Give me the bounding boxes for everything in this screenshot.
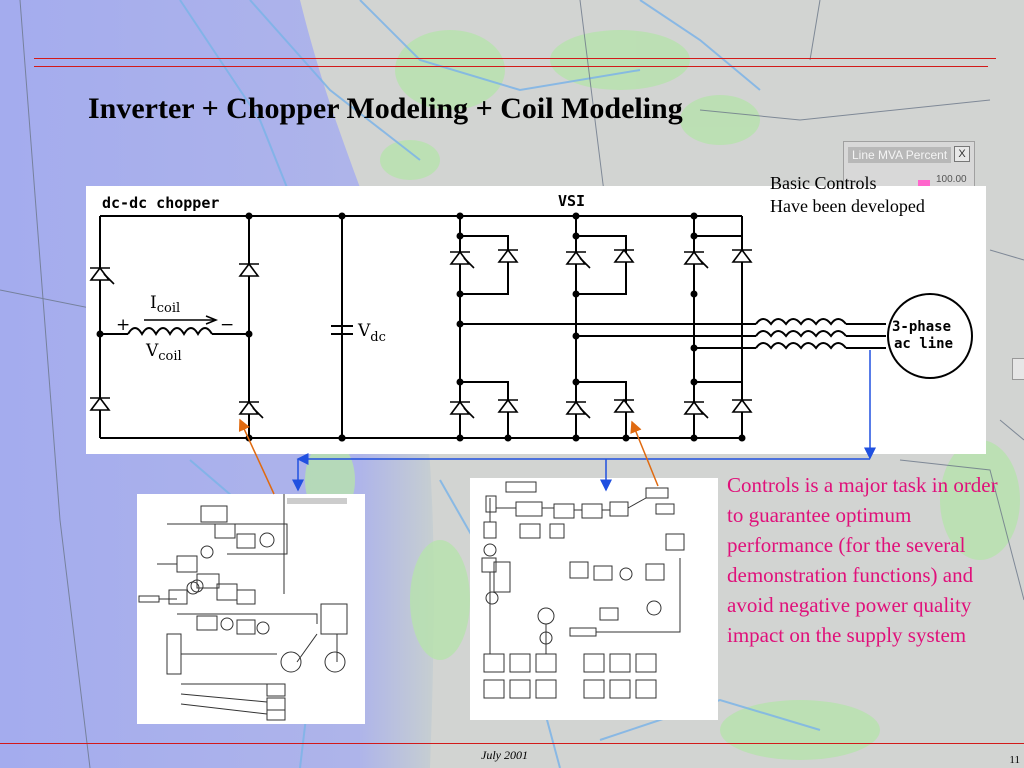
chopper-diode-bottom: [89, 396, 111, 411]
junction-dot: [738, 434, 746, 442]
vsi-switch-upper-1: [449, 250, 475, 269]
junction-dot: [338, 212, 346, 220]
junction-dot: [690, 434, 698, 442]
junction-dot: [572, 232, 580, 240]
vsi-diode-upper-3: [731, 248, 753, 263]
chopper-label: dc-dc chopper: [102, 194, 219, 212]
junction-dot: [572, 378, 580, 386]
junction-dot: [572, 332, 580, 340]
map-scroll-handle[interactable]: [1012, 358, 1024, 380]
junction-dot: [456, 232, 464, 240]
slide-title: Inverter + Chopper Modeling + Coil Model…: [88, 92, 683, 125]
junction-dot: [456, 378, 464, 386]
close-icon[interactable]: X: [954, 146, 970, 162]
minus-sign: −: [220, 315, 234, 335]
junction-dot: [456, 290, 464, 298]
junction-dot: [338, 434, 346, 442]
basic-controls-note: Basic Controls Have been developed: [770, 172, 925, 218]
ac-line-label-2: ac line: [894, 336, 953, 352]
vsi-diode-lower-3: [731, 398, 753, 413]
vsi-switch-lower-1: [449, 400, 475, 419]
junction-dot: [572, 434, 580, 442]
header-rule-top: [34, 58, 996, 59]
icoil-label: Icoil: [150, 293, 180, 316]
junction-dot: [456, 212, 464, 220]
vsi-switch-lower-2: [565, 400, 591, 419]
header-rule-bottom: [34, 66, 988, 67]
vsi-switch-upper-3: [683, 250, 709, 269]
vsi-diode-upper-1: [497, 248, 519, 263]
chopper-thyristor-top: [89, 266, 115, 285]
chopper-diode-top: [238, 262, 260, 277]
vdc-label: Vdc: [357, 321, 386, 345]
inverter-chopper-circuit: dc-dc chopper VSI 3-phase ac line Icoil …: [86, 186, 986, 454]
junction-dot: [456, 320, 464, 328]
junction-dot: [245, 212, 253, 220]
junction-dot: [96, 330, 104, 338]
page-number: 11: [1009, 754, 1020, 766]
vsi-label: VSI: [558, 192, 585, 210]
coil-controls-block-diagram: [137, 494, 365, 724]
junction-dot: [456, 434, 464, 442]
junction-dot: [690, 290, 698, 298]
junction-dot: [690, 232, 698, 240]
vsi-switch-lower-3: [683, 400, 709, 419]
vsi-switch-upper-2: [565, 250, 591, 269]
junction-dot: [572, 290, 580, 298]
junction-dot: [690, 212, 698, 220]
basic-controls-line-1: Basic Controls: [770, 173, 877, 193]
legend-swatch: [918, 180, 930, 186]
controls-description: Controls is a major task in order to gua…: [727, 473, 998, 647]
chopper-thyristor-bottom: [238, 400, 264, 419]
junction-dot: [504, 434, 512, 442]
vcoil-label: Vcoil: [145, 341, 182, 364]
junction-dot: [572, 212, 580, 220]
junction-dot: [622, 434, 630, 442]
footer-rule: [0, 743, 1024, 744]
plus-sign: +: [116, 315, 130, 335]
junction-dot: [690, 344, 698, 352]
junction-dot: [245, 330, 253, 338]
basic-controls-line-2: Have been developed: [770, 196, 925, 216]
inverter-controls-block-diagram: [470, 478, 718, 720]
junction-dot: [690, 378, 698, 386]
junction-dot: [245, 434, 253, 442]
footer-date: July 2001: [481, 748, 528, 762]
ac-line-label-1: 3-phase: [892, 319, 951, 335]
vsi-diode-lower-1: [497, 398, 519, 413]
vsi-diode-upper-2: [613, 248, 635, 263]
vsi-diode-lower-2: [613, 398, 635, 413]
legend-title: Line MVA Percent: [848, 147, 952, 163]
